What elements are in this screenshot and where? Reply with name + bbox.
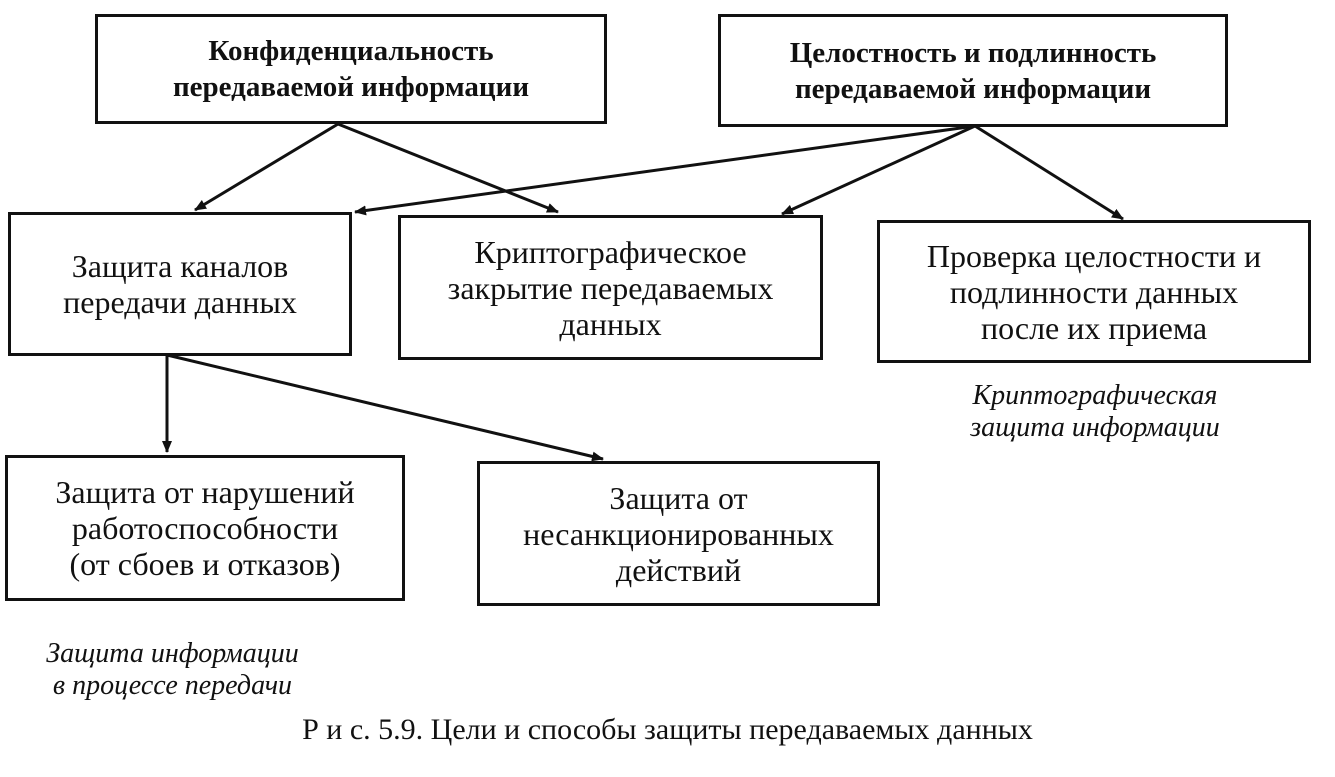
node-integrity-check-line-2: подлинности данных	[949, 273, 1239, 310]
node-unauthorized-protection-line-3: действий	[615, 551, 742, 588]
arrow-integrity-to-check	[974, 124, 1124, 221]
node-failure-protection-line-2: работоспособности	[71, 510, 339, 546]
node-channel-protection-line-2: передачи данных	[63, 284, 297, 320]
group-label-transfer-protection-line-2: в процессе передачи	[52, 670, 293, 701]
node-integrity-check-line-1: Проверка целостности и	[926, 237, 1262, 274]
node-integrity-check-line-3: после их приема	[980, 309, 1208, 346]
node-confidentiality: Конфиденциальность передаваемой информац…	[95, 14, 607, 124]
group-label-crypto-protection-line-1: Криптографическая	[972, 380, 1218, 411]
node-failure-protection-line-1: Защита от нарушений	[55, 474, 355, 510]
node-failure-protection: Защита от нарушений работоспособности (о…	[5, 455, 405, 601]
node-failure-protection-line-3: (от сбоев и отказов)	[69, 546, 341, 582]
node-integrity: Целостность и подлинность передаваемой и…	[718, 14, 1228, 127]
arrow-integrity-to-channel	[354, 124, 976, 216]
node-crypto-closure: Криптографическое закрытие передаваемых …	[398, 215, 823, 360]
group-label-crypto-protection: Криптографическая защита информации	[910, 380, 1280, 444]
arrow-confidentiality-to-crypto	[337, 122, 559, 214]
node-channel-protection-line-1: Защита каналов	[71, 248, 289, 284]
arrow-channel-to-unauthorized	[166, 353, 604, 462]
arrow-integrity-to-crypto	[781, 124, 976, 216]
node-unauthorized-protection: Защита от несанкционированных действий	[477, 461, 880, 606]
node-crypto-closure-line-2: закрытие передаваемых	[447, 269, 774, 306]
group-label-transfer-protection-line-1: Защита информации	[46, 638, 299, 669]
figure-caption: Р и с. 5.9. Цели и способы защиты переда…	[302, 713, 1033, 746]
group-label-transfer-protection: Защита информации в процессе передачи	[0, 638, 345, 702]
node-confidentiality-line-1: Конфиденциальность	[208, 35, 494, 67]
node-integrity-line-1: Целостность и подлинность	[789, 36, 1157, 69]
node-crypto-closure-line-3: данных	[559, 305, 662, 342]
arrow-confidentiality-to-channel	[194, 122, 339, 212]
node-unauthorized-protection-line-1: Защита от	[609, 479, 748, 516]
node-crypto-closure-line-1: Криптографическое	[474, 233, 747, 270]
node-integrity-check: Проверка целостности и подлинности данны…	[877, 220, 1311, 363]
node-unauthorized-protection-line-2: несанкционированных	[523, 515, 834, 552]
node-channel-protection: Защита каналов передачи данных	[8, 212, 352, 356]
group-label-crypto-protection-line-2: защита информации	[970, 412, 1220, 443]
node-confidentiality-line-2: передаваемой информации	[172, 71, 530, 103]
node-integrity-line-2: передаваемой информации	[794, 72, 1152, 105]
